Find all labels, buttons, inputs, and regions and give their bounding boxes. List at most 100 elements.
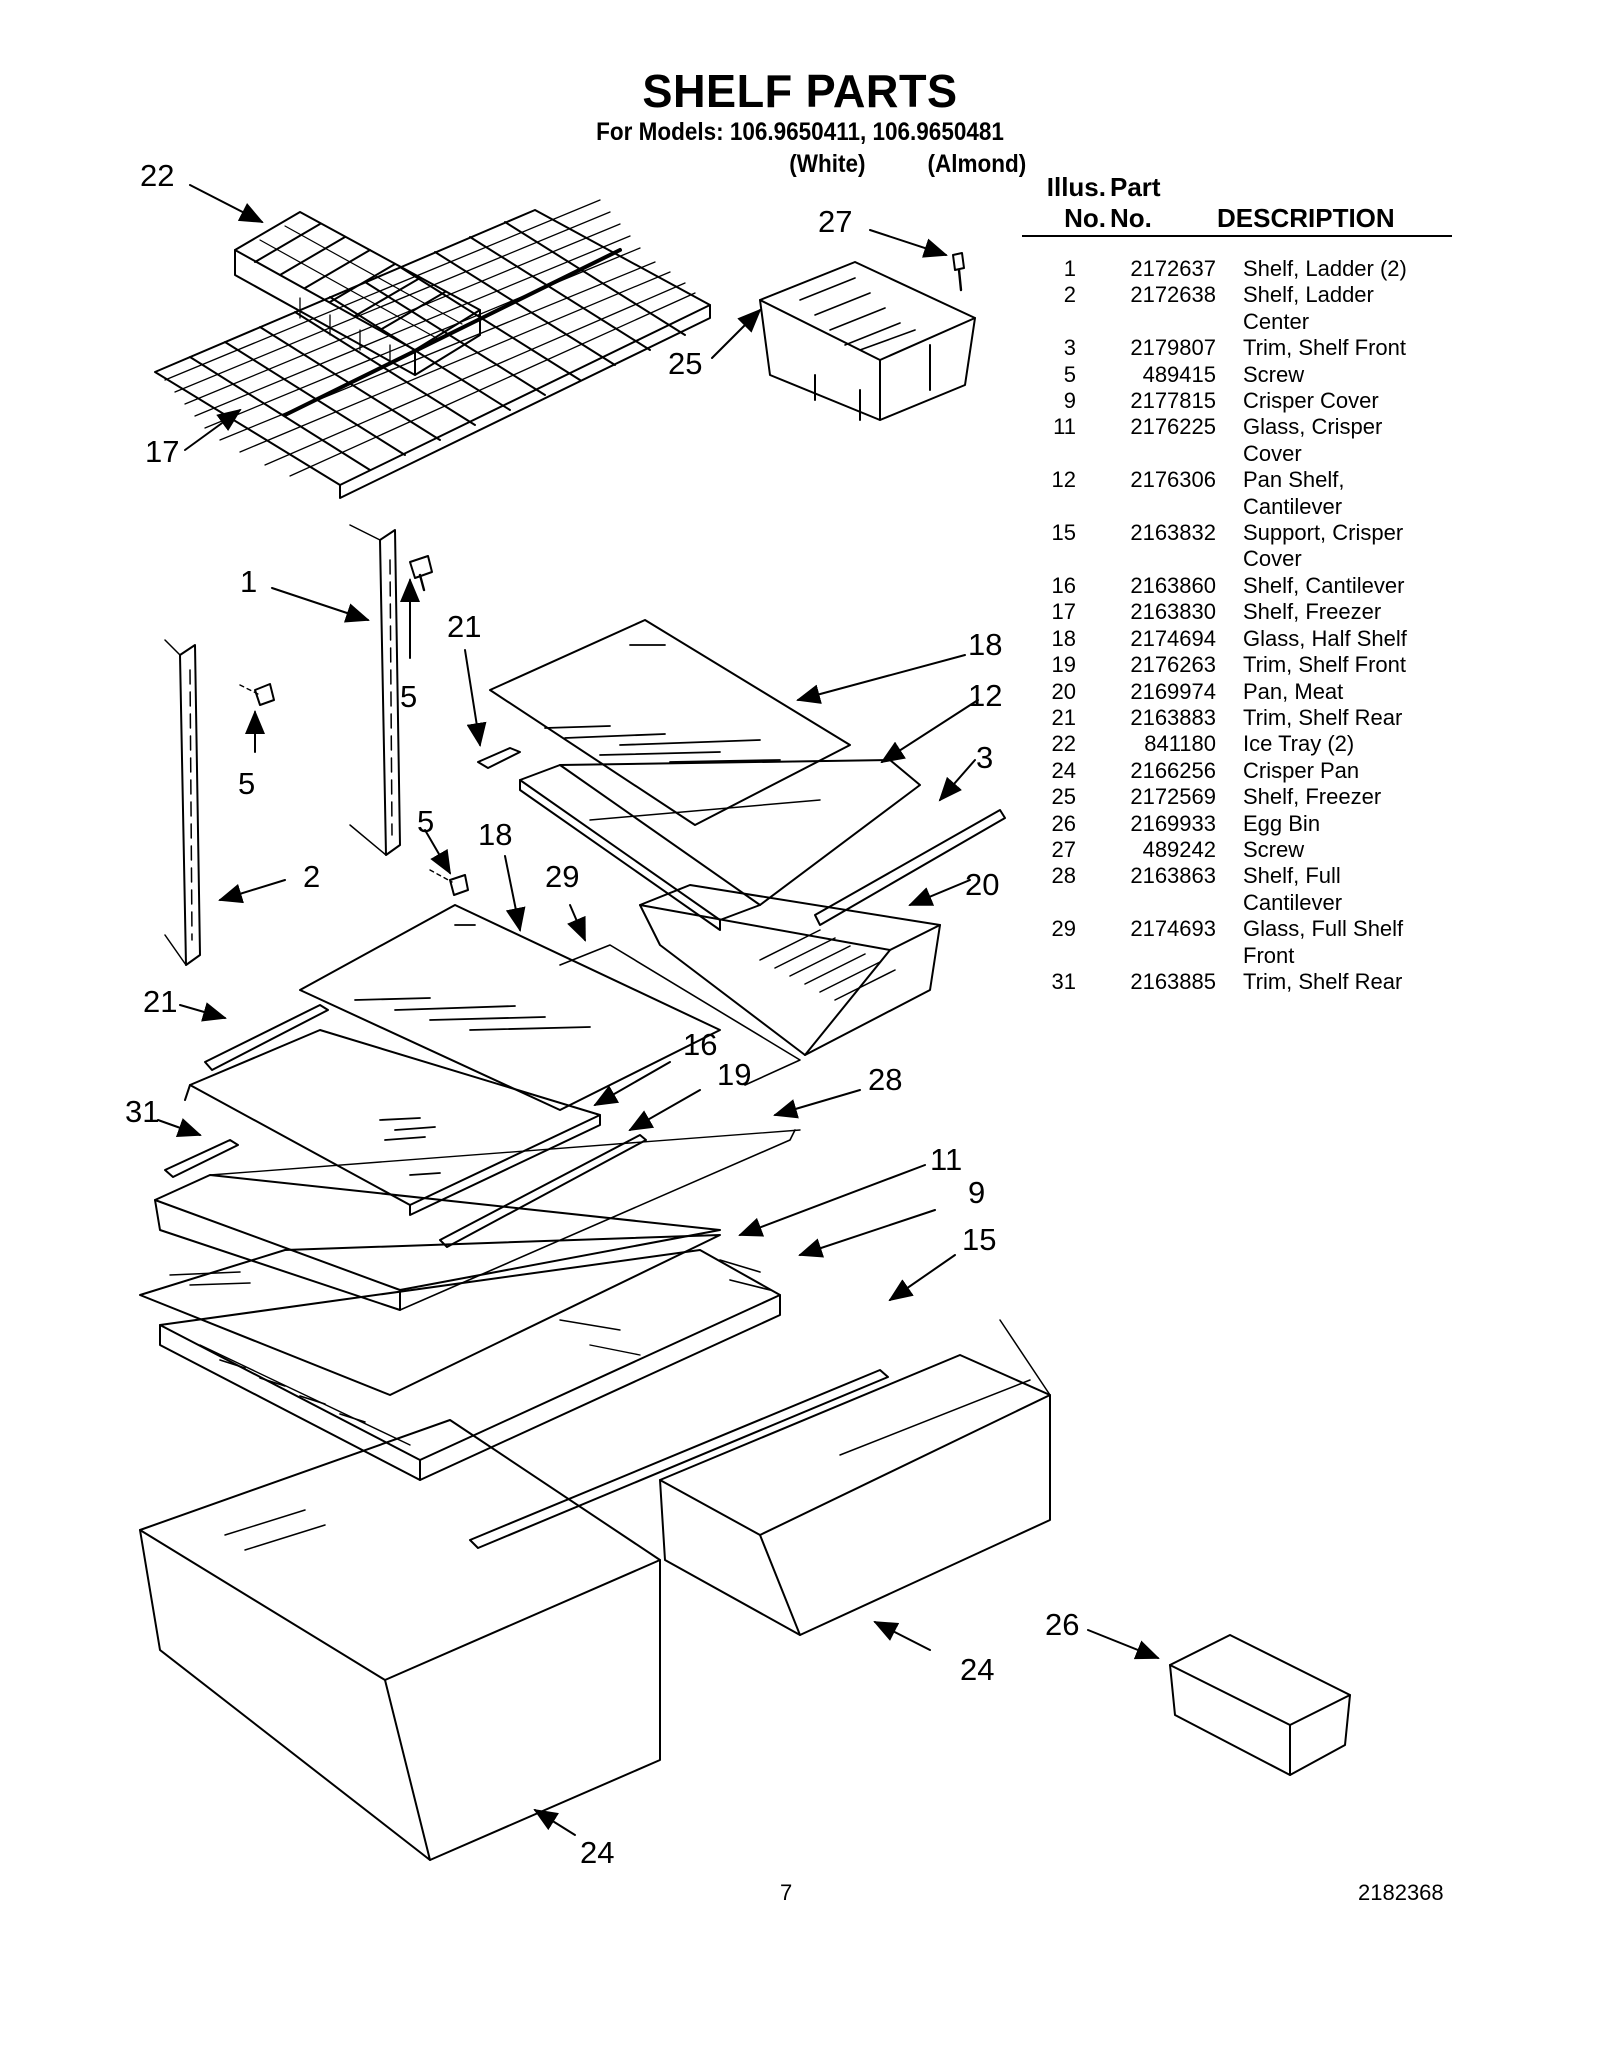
part-number: 2169933	[1130, 810, 1216, 836]
callout-1: 1	[240, 564, 257, 599]
illus-number: 24	[1051, 757, 1076, 783]
part-description-line: Trim, Shelf Front	[1243, 652, 1406, 678]
illus-number: 2	[1063, 282, 1076, 308]
part-description-line: Pan Shelf,	[1243, 467, 1345, 493]
part-number: 2163883	[1130, 704, 1216, 730]
egg-bin	[1169, 1634, 1351, 1776]
crisper-pan-left	[139, 1419, 661, 1861]
callout-25: 25	[668, 346, 702, 381]
callout-24a: 24	[960, 1652, 994, 1687]
callout-22: 22	[140, 158, 174, 193]
part-description-line: Pan, Meat	[1243, 678, 1344, 704]
crisper-cover-glass	[139, 1234, 721, 1396]
part-description-line: Screw	[1243, 361, 1305, 387]
ladder-shelf-2	[164, 639, 201, 966]
shelf-rear-trim-upper	[477, 747, 521, 769]
part-description: Trim, Shelf Front	[1243, 652, 1460, 678]
callout-18a: 18	[968, 627, 1002, 662]
part-description-line: Glass, Crisper	[1243, 414, 1383, 440]
ladder-shelf-1	[349, 524, 401, 856]
part-description-line: Trim, Shelf Rear	[1243, 704, 1403, 730]
part-description: Egg Bin	[1243, 811, 1460, 837]
part-description: Shelf, Cantilever	[1243, 573, 1460, 599]
callout-2: 2	[303, 859, 320, 894]
callout-3: 3	[976, 740, 993, 775]
part-number: 2169974	[1130, 678, 1216, 704]
part-description-line: Screw	[1243, 836, 1305, 862]
callout-5c: 5	[417, 804, 434, 839]
illus-number: 5	[1063, 361, 1076, 387]
part-number: 2176263	[1130, 652, 1216, 678]
part-number: 2172569	[1130, 784, 1216, 810]
part-description: Screw	[1243, 362, 1460, 388]
part-number: 2163830	[1130, 599, 1216, 625]
meat-pan	[639, 884, 941, 1056]
variant-almond: (Almond)	[927, 150, 1027, 178]
part-description: Shelf, Ladder (2)	[1243, 256, 1460, 282]
illus-number: 29	[1051, 916, 1076, 942]
col-header-illus-no: No.	[1064, 203, 1106, 233]
illus-number: 11	[1053, 414, 1076, 440]
header-rule	[1022, 235, 1452, 237]
callout-27: 27	[818, 204, 852, 239]
page-number: 7	[780, 1880, 793, 1905]
illus-number: 1	[1063, 256, 1076, 281]
part-description-line: Cover	[1243, 546, 1302, 572]
shelf-rear-trim-31	[164, 1139, 239, 1178]
illus-number: 15	[1051, 520, 1076, 546]
callout-16: 16	[683, 1027, 717, 1062]
illus-number: 12	[1051, 467, 1076, 493]
callout-20: 20	[965, 867, 999, 902]
part-number: 2163885	[1130, 968, 1216, 994]
part-description-line: Shelf, Freezer	[1243, 784, 1382, 810]
part-description: Screw	[1243, 837, 1460, 863]
part-description-line: Cantilever	[1243, 493, 1343, 519]
crisper-pan-right	[659, 1319, 1051, 1636]
part-number: 2163832	[1130, 520, 1216, 546]
callout-12: 12	[968, 678, 1002, 713]
part-number: 2172637	[1130, 256, 1216, 281]
part-number: 489415	[1142, 361, 1216, 387]
part-description-line: Front	[1243, 942, 1295, 968]
shelf-front-trim-3	[814, 809, 1006, 926]
part-description: Trim, Shelf Front	[1243, 335, 1460, 361]
part-description-line: Cover	[1243, 440, 1302, 466]
crisper-cover	[159, 1249, 781, 1481]
part-number: 2163860	[1130, 572, 1216, 598]
part-description-line: Glass, Full Shelf	[1243, 916, 1404, 942]
part-description: Trim, Shelf Rear	[1243, 705, 1460, 731]
illus-number: 9	[1063, 388, 1076, 414]
variant-white: (White)	[789, 150, 866, 178]
part-description-line: Glass, Half Shelf	[1243, 625, 1407, 651]
part-number: 2176225	[1130, 414, 1216, 440]
illus-number: 21	[1051, 704, 1076, 730]
leader-arrows	[157, 184, 1160, 1836]
screw-27	[952, 252, 965, 292]
part-number: 2172638	[1130, 282, 1216, 308]
part-description-line: Shelf, Ladder (2)	[1243, 256, 1407, 281]
illus-number: 31	[1051, 968, 1076, 994]
illus-number: 17	[1051, 599, 1076, 625]
parts-row: 21 2163883 Trim, Shelf Rear	[1020, 705, 1460, 731]
part-description: Shelf, Freezer	[1243, 599, 1460, 625]
page-title: SHELF PARTS	[642, 65, 958, 117]
